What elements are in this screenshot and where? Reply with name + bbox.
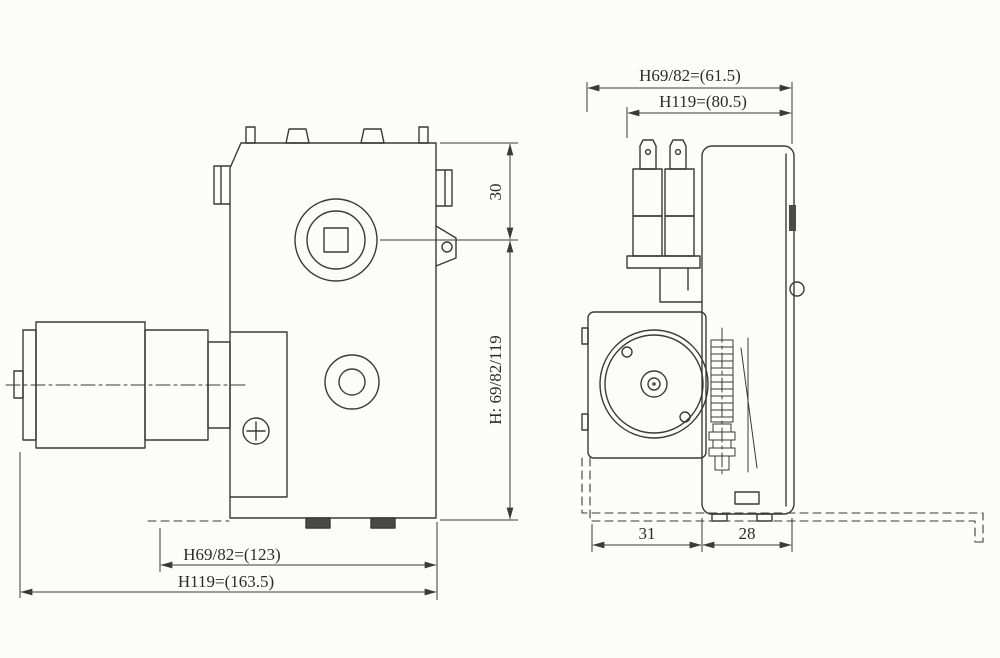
front-view [5,126,457,529]
worm-gear-teeth [710,346,734,418]
cover-foot-right [756,513,773,522]
gearbox-body [229,142,437,519]
mount-foot-left [305,517,331,529]
cover [701,145,805,522]
dim-foot-31: 31 [591,518,703,552]
worm-gear-body [710,339,734,423]
phillips-screw [242,417,270,445]
dim-text-side-width-h119: H119=(80.5) [659,92,747,111]
face-screw-bottom [679,411,691,423]
phillips-screw-cross-icon [246,421,266,441]
cover-outline [701,145,795,515]
spring-wire [740,347,758,469]
dim-offset-30: 30 [380,142,518,241]
dim-text-foot-31: 31 [639,524,656,543]
side-clip-right [435,169,453,207]
dim-text-width-h6982: H69/82=(123) [183,545,280,564]
face-tab-top [581,327,589,345]
dim-foot-28: 28 [702,518,793,552]
dim-text-foot-28: 28 [739,524,756,543]
motor-face-circle-outer [599,329,709,439]
top-terminal-bump-left [285,128,310,144]
gear-train [708,327,758,479]
side-view [581,139,984,543]
motor-shaft-hub [640,370,668,398]
spade-terminal-a-hole [644,148,652,156]
cover-bottom-block [734,491,760,505]
dim-side-width-h6982: H69/82=(61.5) [586,66,793,144]
motor-face-circle-rim [604,334,704,434]
dim-height-h: H: 69/82/119 [440,240,518,521]
cover-side-boss [789,281,805,297]
terminal-bracket [659,267,703,303]
motor-face [581,311,709,459]
motor-mount-plate [229,331,288,498]
face-tab-bottom [581,413,589,431]
bracket-inner-hidden-line [589,457,976,543]
cover-clip-slot [789,205,796,231]
gear-washer-stack [708,423,736,471]
mounting-bracket-hidden [581,457,984,543]
cam-boss-inner [338,368,366,396]
top-terminal-bump-right [360,128,385,144]
face-screw-top [621,346,633,358]
front-view-dimensions: 30 H: 69/82/119 H69/82=(123) H119=(163.5… [19,142,518,600]
side-clip-left [213,165,231,205]
output-shaft-square [323,227,349,253]
bracket-outer-hidden-line [581,457,984,543]
motor-assembly [13,321,231,449]
mount-foot-right [370,517,396,529]
dim-text-side-width-h6982: H69/82=(61.5) [639,66,741,85]
spade-terminal-b-hole [674,148,682,156]
terminal-base [626,255,701,269]
dim-side-width-h119: H119=(80.5) [626,92,792,138]
dim-text-width-h119: H119=(163.5) [178,572,274,591]
motor-shaft [647,377,661,391]
dim-text-offset-30: 30 [486,184,505,201]
side-view-dimensions: H69/82=(61.5) H119=(80.5) 31 28 [586,66,793,552]
terminal-block [626,139,703,303]
cover-foot-left [711,513,728,522]
drawing-root: 30 H: 69/82/119 H69/82=(123) H119=(163.5… [5,66,984,600]
dim-width-h119: H119=(163.5) [19,452,437,598]
corner-tab-hole [441,241,453,253]
output-shaft-boss-inner [306,210,366,270]
motor-face-plate [587,311,707,459]
dim-text-height: H: 69/82/119 [486,335,505,425]
cam-boss-outer [324,354,380,410]
output-shaft-boss-outer [294,198,378,282]
corner-tab [435,225,457,267]
top-pin-right [418,126,429,144]
dim-width-h6982: H69/82=(123) [159,522,438,600]
top-pin-left [245,126,256,144]
motor-shaft-center [652,382,656,386]
